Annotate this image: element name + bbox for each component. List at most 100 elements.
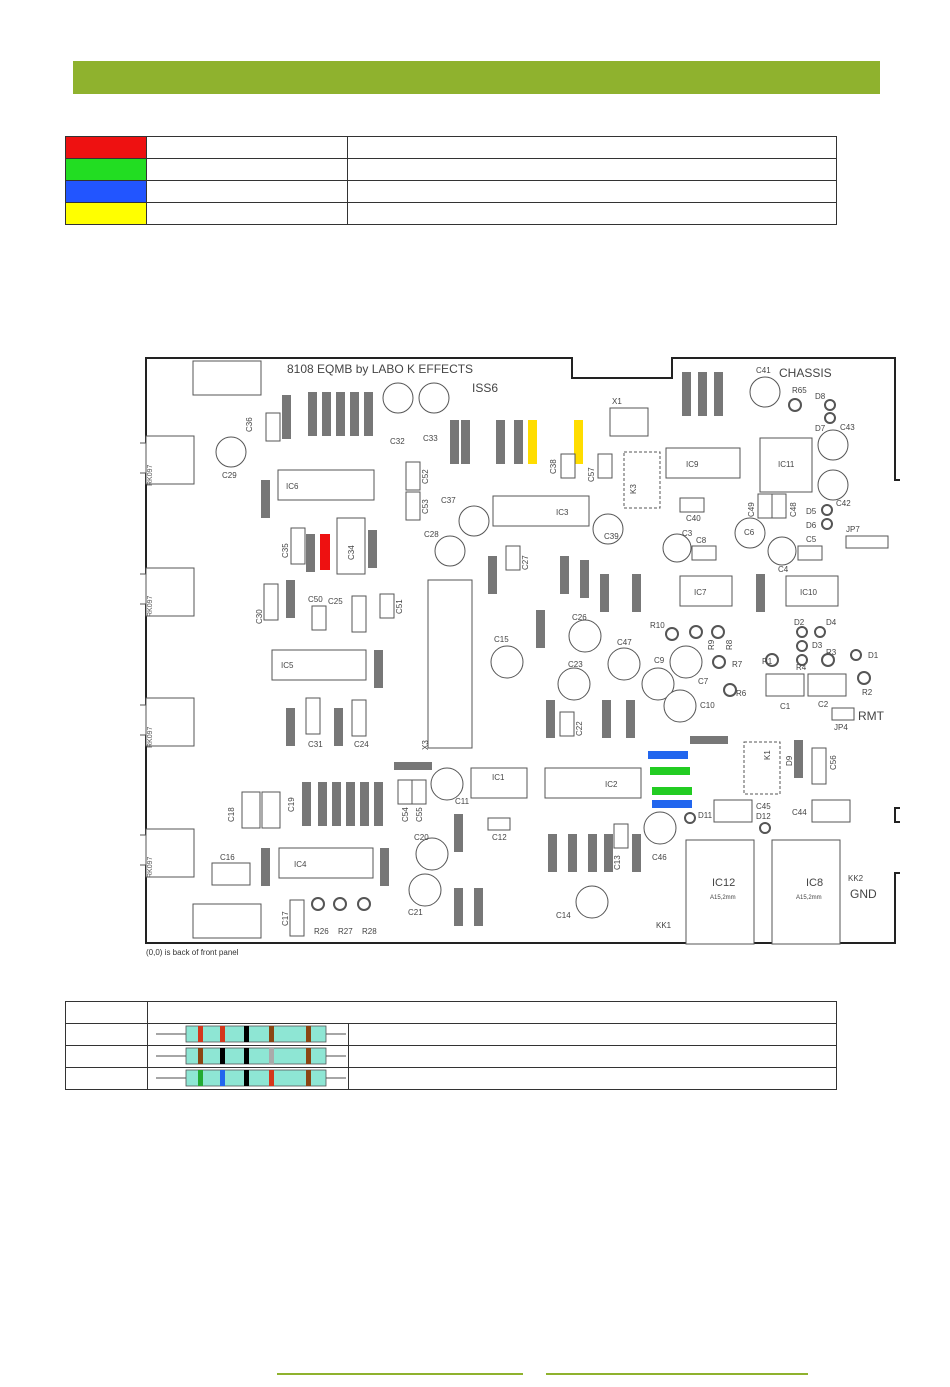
svg-text:IC5: IC5 [281,661,294,670]
legend-row [65,180,837,203]
svg-text:C4: C4 [778,565,789,574]
svg-text:C39: C39 [604,532,619,541]
svg-text:D7: D7 [815,424,826,433]
svg-text:IC4: IC4 [294,860,307,869]
svg-text:D11: D11 [698,811,713,820]
svg-text:D3: D3 [812,641,823,650]
svg-text:IC3: IC3 [556,508,569,517]
resistor-table [65,1001,837,1090]
svg-text:C33: C33 [423,434,438,443]
color-legend-table [65,136,837,225]
svg-text:R3: R3 [826,648,837,657]
resistors [261,372,803,926]
legend-row [65,202,837,225]
label-rk097: RK097 [147,595,154,617]
svg-text:C40: C40 [686,514,701,523]
svg-text:IC8: IC8 [806,877,823,889]
svg-text:R26: R26 [314,927,329,936]
svg-text:R8: R8 [725,639,734,650]
svg-text:C9: C9 [654,656,665,665]
table-row [65,1023,837,1046]
svg-text:IC6: IC6 [286,482,299,491]
svg-text:C10: C10 [700,701,715,710]
svg-text:C56: C56 [829,755,838,770]
electrolytic-caps [215,376,849,919]
svg-text:C23: C23 [568,660,583,669]
pcb-layout: RK097 RK097 RK097 RK097 8108 EQMB by LAB… [77,355,937,955]
label-rk097: RK097 [147,464,154,486]
small-caps [241,412,827,937]
svg-text:C12: C12 [492,833,507,842]
svg-text:C48: C48 [789,502,798,517]
svg-text:C43: C43 [840,423,855,432]
svg-text:IC2: IC2 [605,780,618,789]
footer-rule-left [277,1373,523,1375]
svg-text:A15,2mm: A15,2mm [796,895,822,901]
svg-text:C51: C51 [395,599,404,614]
svg-text:C53: C53 [421,499,430,514]
svg-text:R27: R27 [338,927,353,936]
svg-text:C14: C14 [556,911,571,920]
legend-note [347,158,837,181]
svg-text:C15: C15 [494,635,509,644]
board-title: 8108 EQMB by LABO K EFFECTS [287,362,473,376]
svg-text:C49: C49 [747,502,756,517]
svg-text:KK2: KK2 [848,874,864,883]
svg-text:X3: X3 [421,740,430,750]
legend-row [65,158,837,181]
svg-text:C36: C36 [245,417,254,432]
svg-text:C45: C45 [756,802,771,811]
svg-text:C54: C54 [401,807,410,822]
svg-text:IC12: IC12 [712,877,735,889]
svg-text:R6: R6 [736,689,747,698]
svg-text:IC1: IC1 [492,773,505,782]
resistor-graphic [147,1067,349,1090]
svg-text:D4: D4 [826,618,837,627]
part-labels: C36 C29 IC6 C32 C33 C52 C53 C38 C37 IC3 … [220,366,879,936]
svg-text:D1: D1 [868,651,879,660]
svg-text:D8: D8 [815,392,826,401]
legend-label [146,202,348,225]
resistor-icon [156,1069,346,1087]
svg-text:X1: X1 [612,397,622,406]
legend-swatch-yellow [65,202,147,225]
resistor-value [348,1045,837,1068]
svg-text:IC11: IC11 [778,460,795,469]
svg-text:C35: C35 [281,543,290,558]
legend-row [65,136,837,159]
svg-text:C24: C24 [354,740,369,749]
svg-text:D2: D2 [794,618,805,627]
label-rk097: RK097 [147,856,154,878]
svg-text:C31: C31 [308,740,323,749]
header-cell [147,1001,837,1024]
legend-label [146,158,348,181]
header-banner [73,61,880,94]
svg-text:IC7: IC7 [694,588,707,597]
svg-text:R7: R7 [732,660,743,669]
legend-swatch-blue [65,180,147,203]
resistor-graphic [147,1045,349,1068]
svg-text:R1: R1 [762,657,773,666]
resistor-value [348,1067,837,1090]
svg-text:C2: C2 [818,700,829,709]
table-row [65,1067,837,1090]
pcb-diagram: RK097 RK097 RK097 RK097 8108 EQMB by LAB… [77,357,937,945]
svg-text:C32: C32 [390,437,405,446]
svg-text:C22: C22 [575,721,584,736]
resistor-id [65,1045,148,1068]
label-rk097: RK097 [147,726,154,748]
svg-text:C29: C29 [222,471,237,480]
svg-text:C8: C8 [696,536,707,545]
svg-text:K1: K1 [763,750,772,760]
svg-text:C38: C38 [549,459,558,474]
svg-text:JP4: JP4 [834,723,848,732]
legend-label [146,136,348,159]
resistor-icon [156,1025,346,1043]
svg-text:A15,2mm: A15,2mm [710,895,736,901]
svg-text:C16: C16 [220,853,235,862]
svg-text:KK1: KK1 [656,921,672,930]
resistor-id [65,1023,148,1046]
svg-text:C19: C19 [287,797,296,812]
legend-swatch-red [65,136,147,159]
svg-text:R10: R10 [650,621,665,630]
